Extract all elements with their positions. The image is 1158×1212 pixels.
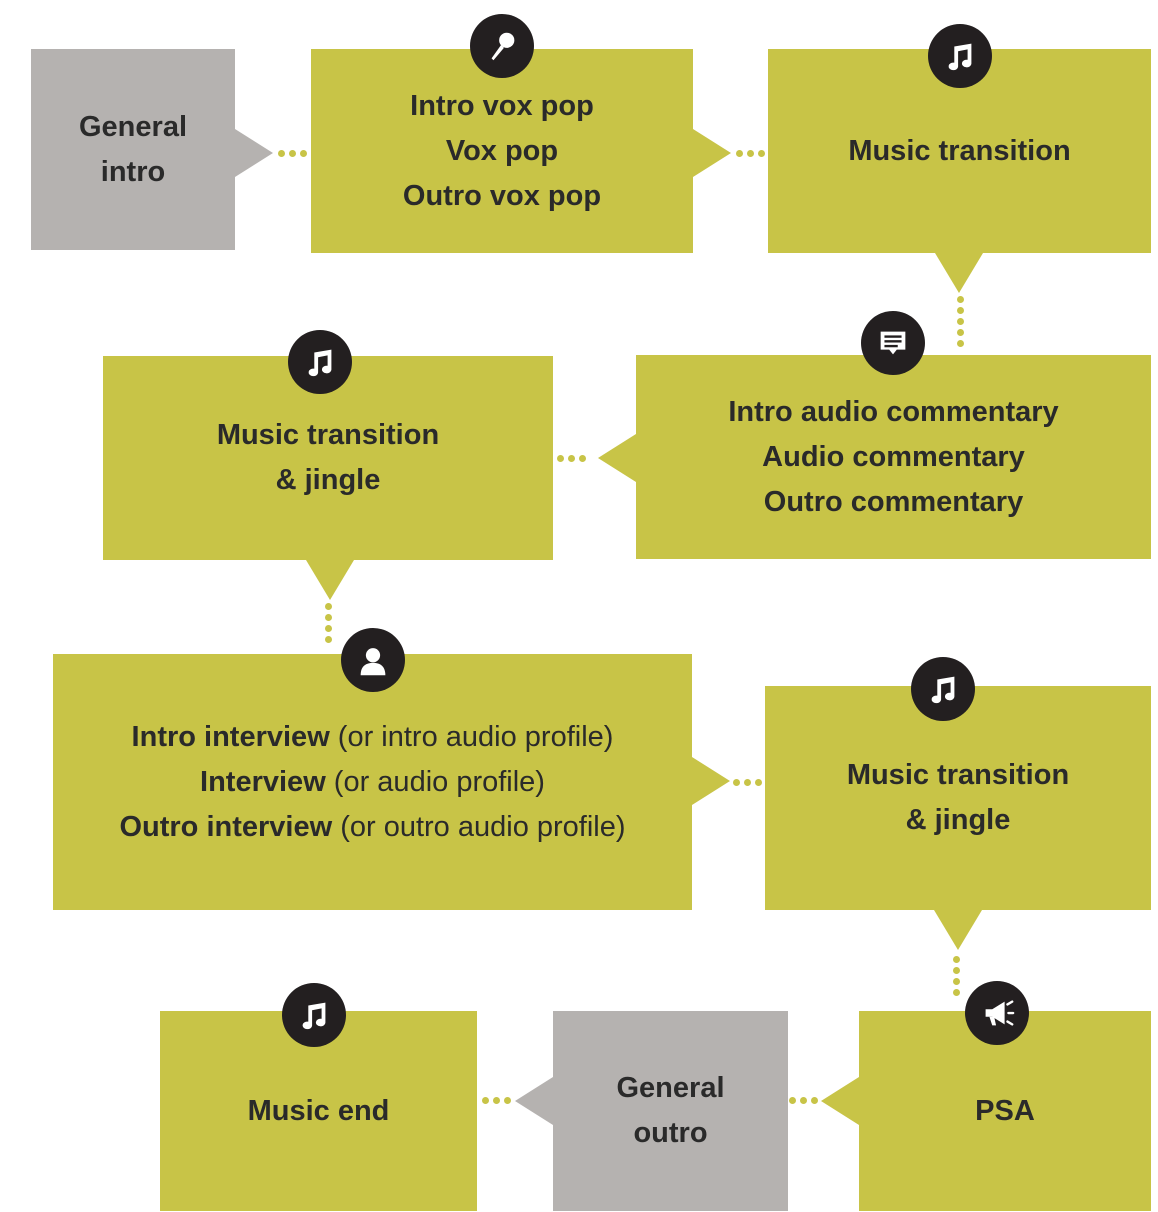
connector-dot bbox=[568, 455, 575, 462]
connector-dot bbox=[736, 150, 743, 157]
connector-dot bbox=[953, 956, 960, 963]
person-icon bbox=[341, 628, 405, 692]
speech-bubble-icon bbox=[861, 311, 925, 375]
node-music-transition: Music transition bbox=[768, 49, 1151, 253]
connector-dot bbox=[325, 636, 332, 643]
node-line: General bbox=[616, 1072, 725, 1104]
node-line: PSA bbox=[975, 1094, 1035, 1127]
node-line: & jingle bbox=[275, 464, 381, 496]
connector-dot bbox=[493, 1097, 500, 1104]
node-line: Outro vox pop bbox=[402, 179, 602, 212]
connector-tail bbox=[515, 1077, 553, 1125]
connector-dot bbox=[953, 989, 960, 996]
connector-dot bbox=[325, 614, 332, 621]
connector-dot bbox=[758, 150, 765, 157]
node-line: Interview (or audio profile) bbox=[200, 760, 545, 805]
connector-dot bbox=[789, 1097, 796, 1104]
node-vox-pop: Intro vox pop Vox pop Outro vox pop bbox=[311, 49, 693, 253]
node-line: intro bbox=[100, 155, 166, 188]
connector-tail bbox=[235, 129, 273, 177]
connector-dot bbox=[504, 1097, 511, 1104]
connector-dot bbox=[289, 150, 296, 157]
connector-dot bbox=[800, 1097, 807, 1104]
connector-dot bbox=[811, 1097, 818, 1104]
connector-dot bbox=[957, 296, 964, 303]
connector-dot bbox=[755, 779, 762, 786]
connector-dot bbox=[957, 307, 964, 314]
microphone-icon bbox=[470, 14, 534, 78]
node-line-bold: Intro interview bbox=[131, 720, 330, 753]
connector-tail bbox=[934, 910, 982, 950]
node-line: Music transition bbox=[216, 419, 440, 451]
node-line: Outro commentary bbox=[763, 485, 1024, 518]
node-line: General bbox=[79, 110, 187, 143]
music-note-icon bbox=[282, 983, 346, 1047]
connector-dot bbox=[557, 455, 564, 462]
node-interview: Intro interview (or intro audio profile)… bbox=[53, 654, 692, 910]
node-line: Music transition bbox=[848, 134, 1071, 167]
connector-dot bbox=[957, 318, 964, 325]
node-line: Music transition bbox=[846, 759, 1070, 791]
node-line-regular: (or audio profile) bbox=[325, 765, 545, 798]
connector-tail bbox=[306, 560, 354, 600]
connector-dot bbox=[953, 978, 960, 985]
connector-dot bbox=[300, 150, 307, 157]
node-line: Audio commentary bbox=[762, 440, 1025, 473]
connector-dot bbox=[482, 1097, 489, 1104]
node-line: Music end bbox=[247, 1094, 390, 1127]
connector-dot bbox=[278, 150, 285, 157]
node-line: Intro vox pop bbox=[410, 89, 594, 122]
connector-tail bbox=[693, 129, 731, 177]
connector-dot bbox=[957, 340, 964, 347]
music-note-icon bbox=[928, 24, 992, 88]
connector-dot bbox=[579, 455, 586, 462]
connector-tail bbox=[598, 434, 636, 482]
node-general-outro: General outro bbox=[553, 1011, 788, 1211]
connector-tail bbox=[692, 757, 730, 805]
connector-dot bbox=[325, 603, 332, 610]
node-audio-commentary: Intro audio commentary Audio commentary … bbox=[636, 355, 1151, 559]
node-line-bold: Interview bbox=[200, 765, 326, 798]
node-line: Vox pop bbox=[445, 134, 559, 167]
connector-dot bbox=[747, 150, 754, 157]
connector-tail bbox=[935, 253, 983, 293]
node-line-regular: (or intro audio profile) bbox=[329, 720, 614, 753]
connector-dot bbox=[325, 625, 332, 632]
node-general-intro: General intro bbox=[31, 49, 235, 250]
node-line: outro bbox=[633, 1117, 708, 1149]
music-note-icon bbox=[288, 330, 352, 394]
node-line: Intro interview (or intro audio profile) bbox=[132, 715, 614, 760]
node-line: & jingle bbox=[905, 804, 1011, 836]
connector-dot bbox=[744, 779, 751, 786]
node-line: Intro audio commentary bbox=[728, 395, 1059, 428]
megaphone-icon bbox=[965, 981, 1029, 1045]
connector-tail bbox=[821, 1077, 859, 1125]
node-line-bold: Outro interview bbox=[119, 810, 333, 843]
node-line-regular: (or outro audio profile) bbox=[332, 810, 626, 843]
connector-dot bbox=[733, 779, 740, 786]
node-psa: PSA bbox=[859, 1011, 1151, 1211]
music-note-icon bbox=[911, 657, 975, 721]
connector-dot bbox=[957, 329, 964, 336]
node-line: Outro interview (or outro audio profile) bbox=[119, 805, 625, 850]
node-music-transition-jingle: Music transition & jingle bbox=[765, 686, 1151, 910]
connector-dot bbox=[953, 967, 960, 974]
